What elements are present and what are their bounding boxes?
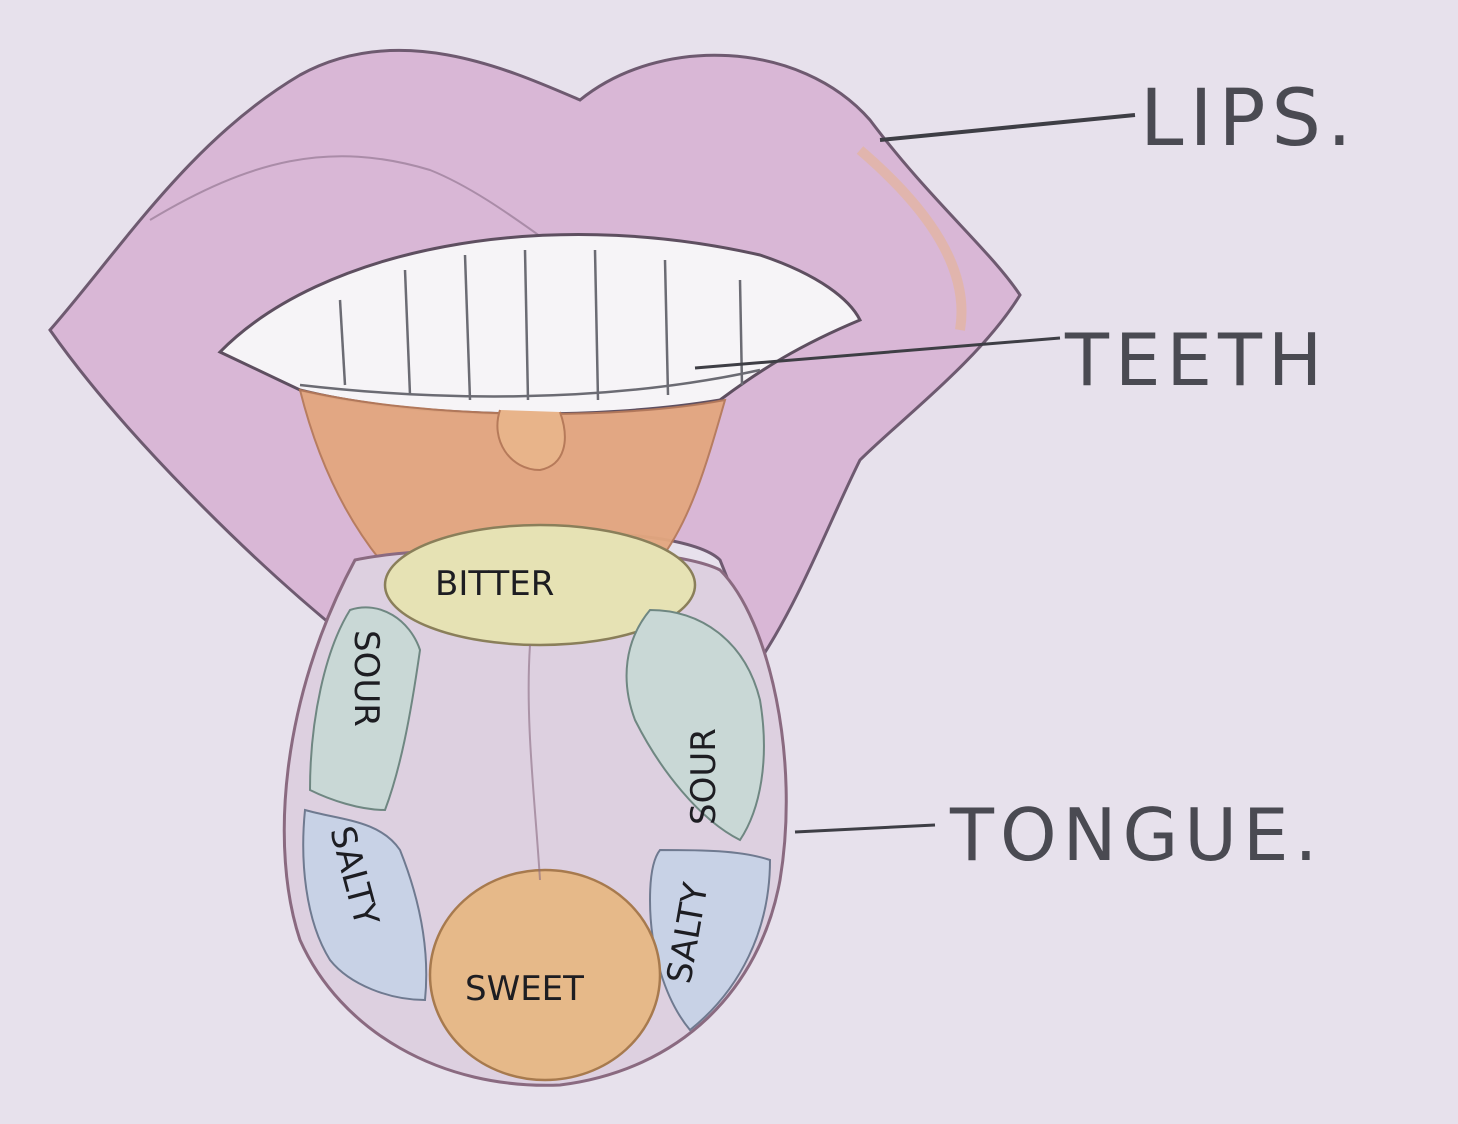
tongue-label: TONGUE.: [949, 793, 1323, 877]
sour-right-label: SOUR: [684, 728, 724, 825]
sour-left-label: SOUR: [346, 630, 386, 727]
tongue-leader-line: [795, 825, 935, 832]
teeth-label: TEETH: [1064, 318, 1328, 402]
bitter-label: BITTER: [435, 564, 554, 604]
sweet-label: SWEET: [465, 969, 584, 1009]
lips-leader-line: [880, 115, 1135, 140]
lips-label: LIPS.: [1140, 74, 1358, 164]
